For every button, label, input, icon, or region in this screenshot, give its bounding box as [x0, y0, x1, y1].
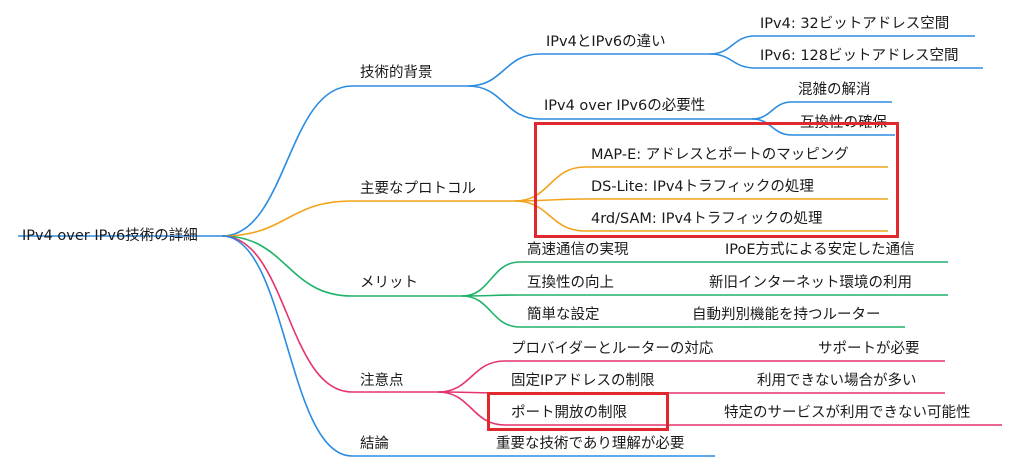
- edge-root-conclusion: [221, 235, 353, 457]
- edge-ipv4-space: [709, 35, 756, 55]
- node-compat-improve: 互換性の向上: [527, 275, 614, 291]
- node-fixed-ip-limit: 固定IPアドレスの制限: [511, 373, 655, 389]
- leaf-ipv6-address-space: IPv6: 128ビットアドレス空間: [760, 48, 959, 64]
- edge-root-technical-background: [221, 85, 353, 237]
- edge-need: [467, 85, 541, 120]
- leaf-4rd-sam: 4rd/SAM: IPv4トラフィックの処理: [591, 211, 823, 227]
- node-ipv4-over-ipv6-need: IPv4 over IPv6の必要性: [544, 98, 706, 114]
- edge-congestion: [751, 101, 793, 120]
- edge-difference: [467, 53, 541, 87]
- leaf-ipoe-stable: IPoE方式による安定した通信: [725, 242, 915, 258]
- leaf-ds-lite: DS-Lite: IPv4トラフィックの処理: [591, 179, 814, 195]
- edge-caution-0: [437, 360, 506, 393]
- node-port-open-limit: ポート開放の制限: [511, 405, 627, 421]
- edge-compat: [751, 118, 793, 136]
- edge-root-merits: [221, 235, 353, 297]
- node-ipv4-ipv6-difference: IPv4とIPv6の違い: [546, 34, 666, 50]
- leaf-support-needed: サポートが必要: [818, 341, 920, 357]
- leaf-important-technology: 重要な技術であり理解が必要: [496, 436, 685, 452]
- edge-protocol-0: [514, 166, 586, 202]
- leaf-service-unavailable: 特定のサービスが利用できない可能性: [724, 405, 971, 421]
- leaf-old-new-internet: 新旧インターネット環境の利用: [709, 275, 912, 291]
- leaf-map-e: MAP-E: アドレスとポートのマッピング: [591, 147, 849, 163]
- branch-main-protocols: 主要なプロトコル: [360, 181, 476, 197]
- branch-merits: メリット: [360, 275, 418, 291]
- leaf-congestion-relief: 混雑の解消: [798, 82, 871, 98]
- node-high-speed: 高速通信の実現: [527, 242, 629, 258]
- edge-merit-0: [461, 261, 521, 297]
- edge-root-main-protocols: [221, 200, 353, 237]
- highlight-box-protocols: [534, 122, 899, 238]
- node-easy-setup: 簡単な設定: [527, 307, 600, 323]
- root-node: IPv4 over IPv6技術の詳細: [22, 228, 198, 244]
- edge-root-cautions: [221, 235, 353, 393]
- edge-caution-2: [437, 391, 506, 426]
- node-provider-router: プロバイダーとルーターの対応: [511, 341, 714, 357]
- edge-ipv6-space: [709, 53, 756, 69]
- leaf-auto-detect-router: 自動判別機能を持つルーター: [692, 307, 881, 323]
- edge-protocol-2: [514, 200, 586, 232]
- branch-technical-background: 技術的背景: [360, 65, 433, 81]
- highlight-box-port-open: [487, 392, 669, 431]
- branch-conclusion: 結論: [360, 436, 389, 452]
- leaf-ipv4-address-space: IPv4: 32ビットアドレス空間: [760, 16, 950, 32]
- edge-merit-2: [461, 295, 521, 328]
- branch-cautions: 注意点: [360, 373, 404, 389]
- leaf-often-unavailable: 利用できない場合が多い: [757, 373, 917, 389]
